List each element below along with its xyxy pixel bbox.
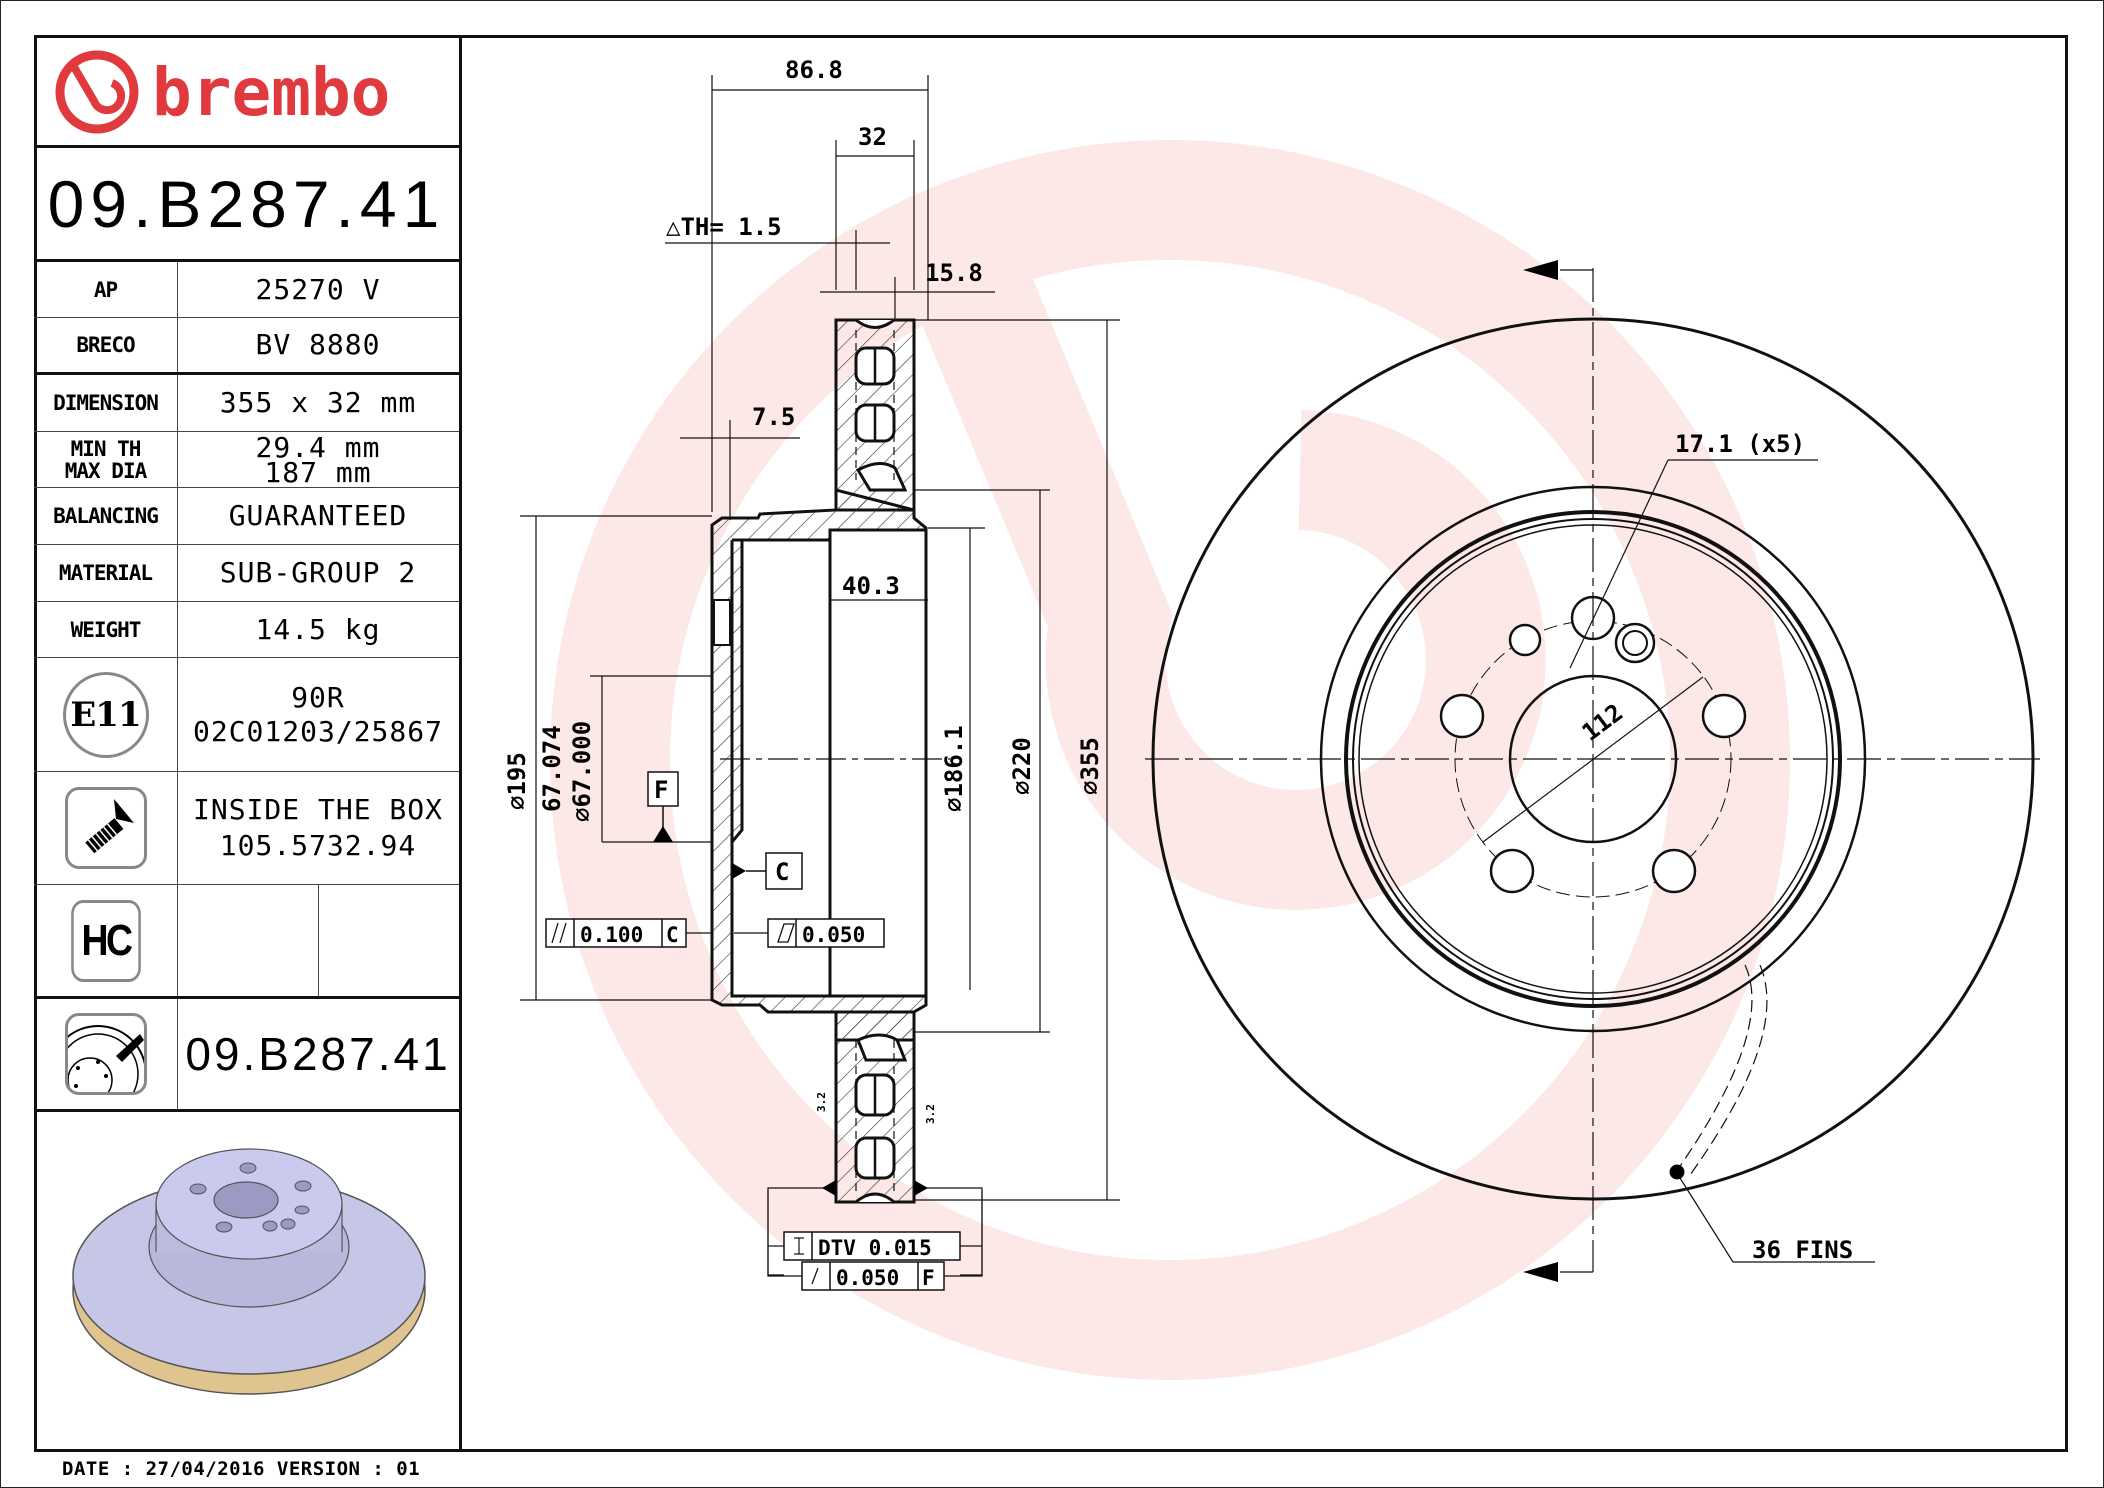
hc-cell-2 bbox=[318, 885, 459, 996]
spec-label-line: MIN TH bbox=[70, 436, 142, 461]
spec-label: MIN TH MAX DIA bbox=[34, 432, 178, 487]
spec-label: WEIGHT bbox=[34, 602, 178, 657]
e11-approval-icon: E11 bbox=[62, 671, 149, 758]
brembo-watermark bbox=[550, 140, 1790, 1380]
front-view bbox=[1145, 260, 2040, 1282]
brembo-logo: brembo bbox=[55, 50, 390, 134]
section-view bbox=[520, 75, 1120, 1291]
disc-3d-render bbox=[34, 1112, 459, 1452]
spec-value: 29.4 mm 187 mm bbox=[177, 432, 459, 487]
reference-part-number: 09.B287.41 bbox=[185, 1028, 451, 1080]
spec-row-ap: AP 25270 V bbox=[34, 262, 459, 318]
reference-icon-cell bbox=[34, 999, 178, 1109]
spec-label: MATERIAL bbox=[34, 545, 178, 601]
spec-value: SUB-GROUP 2 bbox=[219, 556, 417, 589]
screw-value: INSIDE THE BOX 105.5732.94 bbox=[177, 772, 459, 884]
spec-label: BRECO bbox=[34, 318, 178, 372]
svg-text:brembo: brembo bbox=[152, 54, 390, 131]
drawing-frame bbox=[34, 35, 2068, 1452]
spec-value: 14.5 kg bbox=[255, 612, 381, 646]
footer-date-version: DATE : 27/04/2016 VERSION : 01 bbox=[62, 1458, 421, 1480]
screw-row: INSIDE THE BOX 105.5732.94 bbox=[34, 772, 459, 885]
spec-label: BALANCING bbox=[34, 488, 178, 544]
spec-row-min-th: MIN TH MAX DIA 29.4 mm 187 mm bbox=[34, 432, 459, 488]
spec-value: 25270 V bbox=[255, 272, 381, 306]
spec-value-line: 187 mm bbox=[264, 455, 372, 489]
spec-row-breco: BRECO BV 8880 bbox=[34, 318, 459, 375]
screw-line: INSIDE THE BOX bbox=[192, 793, 443, 826]
spec-row-material: MATERIAL SUB-GROUP 2 bbox=[34, 545, 459, 602]
screw-line: 105.5732.94 bbox=[219, 829, 417, 862]
approval-value: 90R 02C01203/25867 bbox=[177, 658, 459, 771]
approval-line: 90R bbox=[291, 680, 345, 714]
hc-row: HC bbox=[34, 885, 459, 999]
spec-row-dimension: DIMENSION 355 x 32 mm bbox=[34, 375, 459, 432]
logo-row: brembo bbox=[34, 35, 459, 148]
spec-row-balancing: BALANCING GUARANTEED bbox=[34, 488, 459, 545]
spec-label-line: MAX DIA bbox=[64, 458, 148, 483]
spec-label: AP bbox=[34, 262, 178, 317]
spec-value: BV 8880 bbox=[255, 328, 381, 361]
screw-icon-cell bbox=[34, 772, 178, 884]
spec-row-weight: WEIGHT 14.5 kg bbox=[34, 602, 459, 658]
disc-caliper-icon bbox=[64, 1013, 147, 1095]
screw-icon bbox=[64, 787, 147, 869]
hc-cell-1 bbox=[177, 885, 319, 996]
spec-label: DIMENSION bbox=[34, 375, 178, 431]
part-number: 09.B287.41 bbox=[47, 166, 446, 241]
approval-row: E11 90R 02C01203/25867 bbox=[34, 658, 459, 772]
spec-value-line: 29.4 mm bbox=[255, 430, 381, 464]
spec-value: 355 x 32 mm bbox=[219, 386, 417, 419]
title-block: brembo 09.B287.41 AP 25270 V BRECO BV 88… bbox=[34, 35, 462, 1452]
spec-value: GUARANTEED bbox=[228, 499, 408, 532]
hc-icon-cell: HC bbox=[34, 885, 178, 996]
approval-icon-cell: E11 bbox=[34, 658, 178, 771]
reference-row: 09.B287.41 bbox=[34, 999, 459, 1112]
approval-line: 02C01203/25867 bbox=[192, 714, 443, 748]
part-number-row: 09.B287.41 bbox=[34, 148, 459, 262]
hc-icon: HC bbox=[70, 899, 141, 982]
